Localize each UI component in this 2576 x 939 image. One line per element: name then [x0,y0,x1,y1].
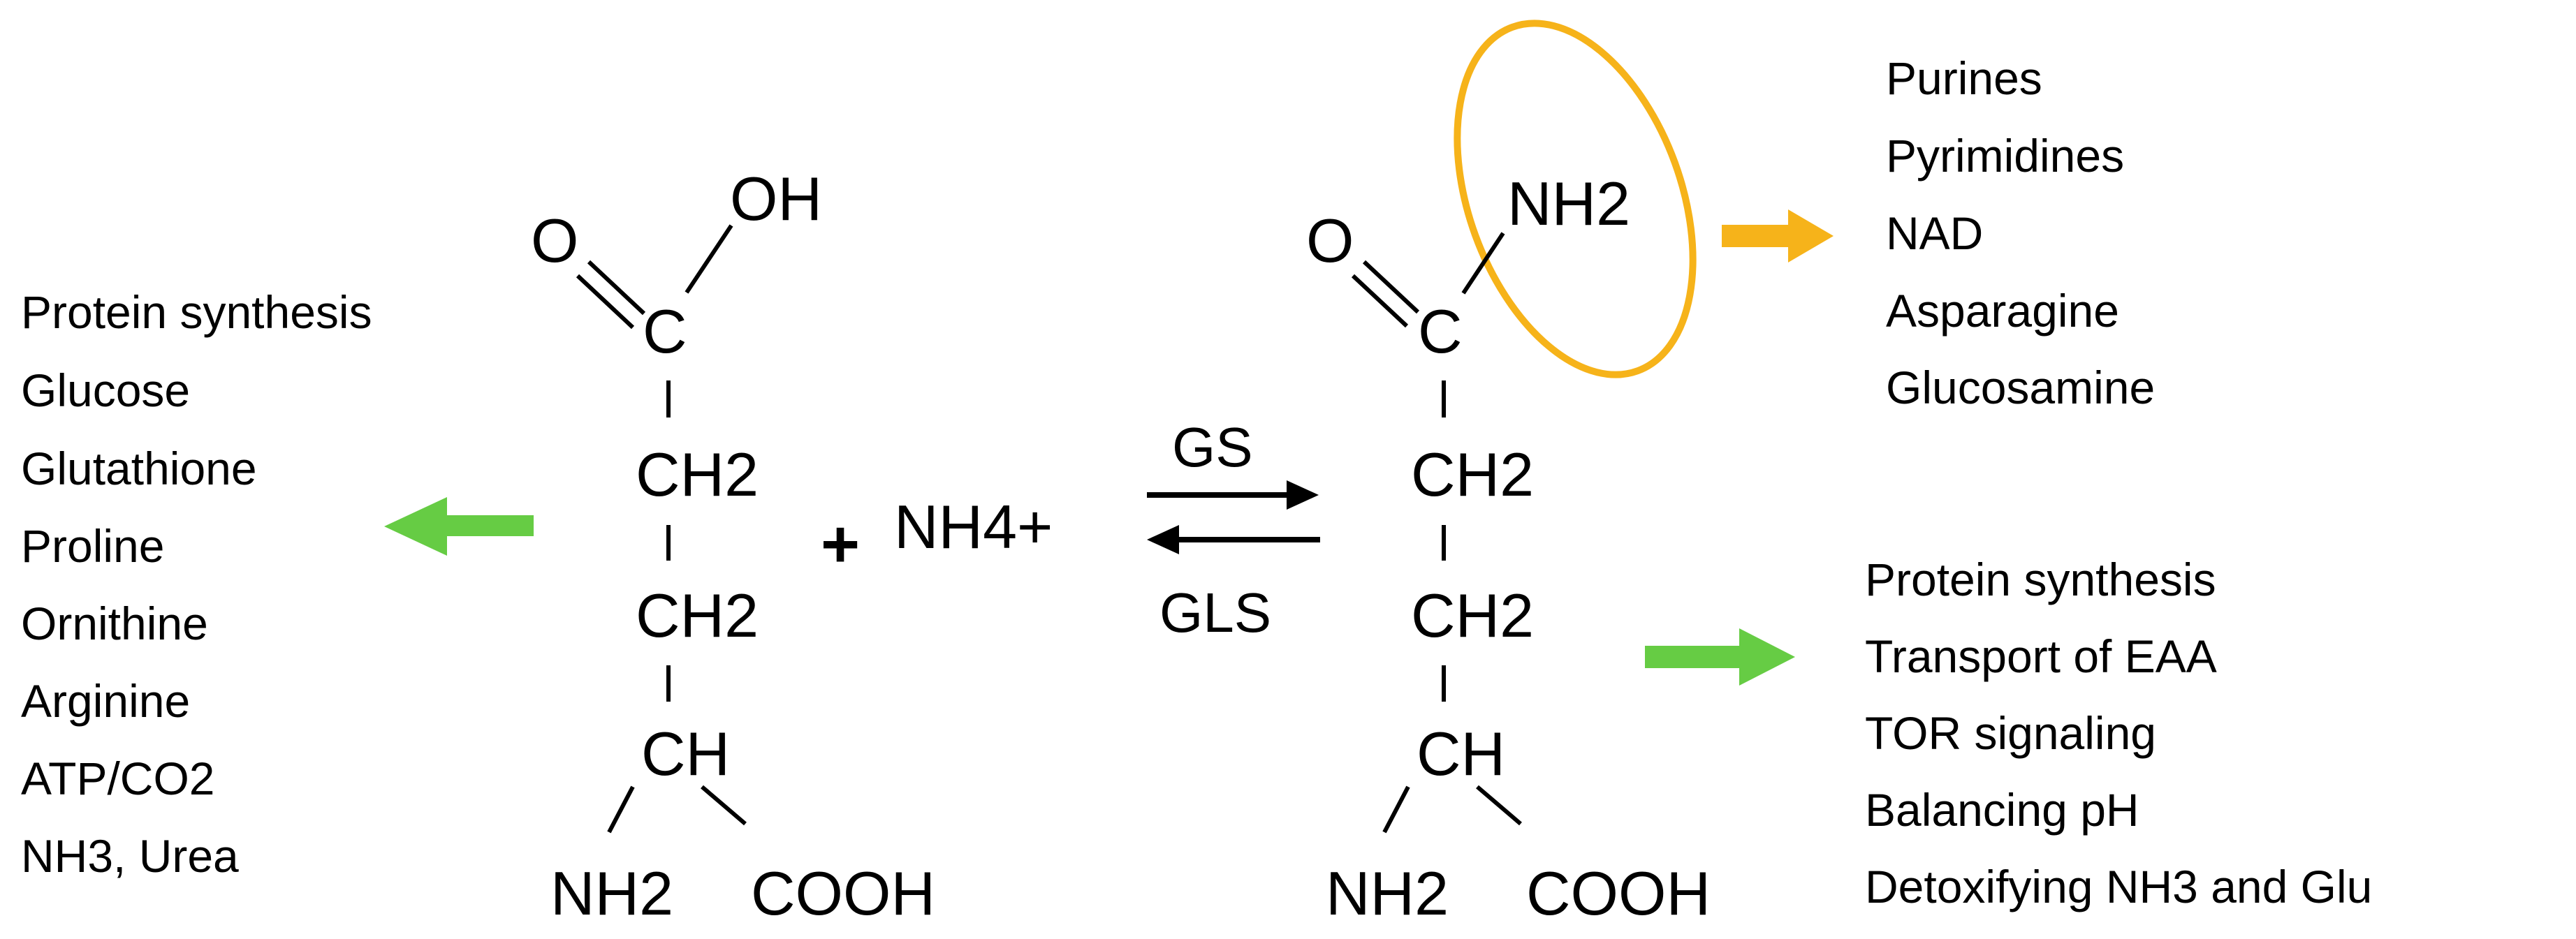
glutamate-ch2-lower: CH2 [636,581,759,650]
glutamine-function-detoxifying: Detoxifying NH3 and Glu [1865,861,2372,912]
glutamine-function-transport-eaa: Transport of EAA [1865,630,2217,682]
green-arrow-left-icon [384,497,534,556]
glutamine-ch2-lower: CH2 [1411,581,1534,650]
green-arrow-left-shaft [440,515,534,536]
glutamate-oh: OH [730,164,822,233]
glutamate-ch2-upper: CH2 [636,440,759,509]
left-product-atp-co2: ATP/CO2 [21,753,215,804]
glutamine-alpha-ch: CH [1417,719,1505,788]
glutamine-bond-ch-nh2 [1382,785,1410,834]
glutamate-double-bond-b [576,274,635,330]
amide-product-glucosamine: Glucosamine [1886,362,2155,413]
orange-arrow-right-icon [1722,209,1834,263]
green-arrow-left-head [384,497,447,556]
glutamine-amide-c: C [1418,297,1463,366]
glutamine-structure: NH2 O C CH2 CH2 CH NH2 COOH [1306,20,1711,928]
green-arrow-right-shaft [1645,646,1750,668]
glutamate-amino-nh2: NH2 [550,859,673,928]
green-arrow-right-icon [1645,628,1795,686]
equilibrium-arrows: GS GLS [1147,416,1320,644]
enzyme-gs-label: GS [1172,416,1253,478]
glutamate-structure: OH O C CH2 CH2 CH NH2 COOH [531,164,935,928]
left-product-nh3-urea: NH3, Urea [21,830,239,882]
glutamate-bond-ch-nh2 [607,785,635,834]
amide-product-asparagine: Asparagine [1886,285,2119,337]
enzyme-gls-label: GLS [1159,582,1271,644]
glutamine-c-n-bond [1461,232,1505,295]
left-product-glutathione: Glutathione [21,443,257,494]
glutamine-amide-nh2: NH2 [1507,169,1630,238]
amide-product-nad: NAD [1886,207,1983,259]
glutamine-function-tor-signaling: TOR signaling [1865,707,2156,759]
glutamine-function-balancing-ph: Balancing pH [1865,784,2139,836]
glutamine-functions-list: Protein synthesis Transport of EAA TOR s… [1865,554,2372,912]
glutamate-carboxyl-c: C [643,297,687,366]
reverse-arrow-head-icon [1147,525,1179,554]
glutamine-double-bond-b [1351,274,1409,328]
glutamine-double-bond-a [1362,260,1420,314]
green-arrow-right-head [1739,628,1795,686]
glutamine-function-protein-synthesis: Protein synthesis [1865,554,2216,605]
glutamate-cooh: COOH [751,859,935,928]
glutamine-cooh: COOH [1526,859,1711,928]
glutamate-alpha-ch: CH [641,719,730,788]
amide-product-pyrimidines: Pyrimidines [1886,130,2124,182]
forward-arrow-head-icon [1287,480,1319,510]
orange-arrow-shaft [1722,225,1799,247]
plus-sign: + [821,507,860,582]
glutamine-carbonyl-o: O [1306,206,1354,275]
ammonium-ion: NH4+ [894,492,1053,561]
glutamine-bond-ch-cooh [1476,785,1522,826]
left-product-protein-synthesis: Protein synthesis [21,286,372,338]
glutamate-bond-ch-cooh [701,785,747,826]
glutamate-c-oh-bond [685,224,733,294]
left-product-arginine: Arginine [21,675,190,727]
ammonium-reactant: + NH4+ [821,492,1053,582]
left-product-ornithine: Ornithine [21,598,208,649]
amide-products-list: Purines Pyrimidines NAD Asparagine Gluco… [1886,52,2155,413]
glutamate-carbonyl-o: O [531,206,578,275]
glutamate-products-list: Protein synthesis Glucose Glutathione Pr… [21,286,372,882]
left-product-glucose: Glucose [21,364,190,416]
amide-product-purines: Purines [1886,52,2042,104]
glutamine-amino-nh2: NH2 [1326,859,1449,928]
orange-arrow-head [1788,209,1834,263]
left-product-proline: Proline [21,520,164,572]
amide-group-highlight-ellipse [1454,20,1697,378]
glutamate-double-bond-a [587,260,646,316]
glutamine-ch2-upper: CH2 [1411,440,1534,509]
